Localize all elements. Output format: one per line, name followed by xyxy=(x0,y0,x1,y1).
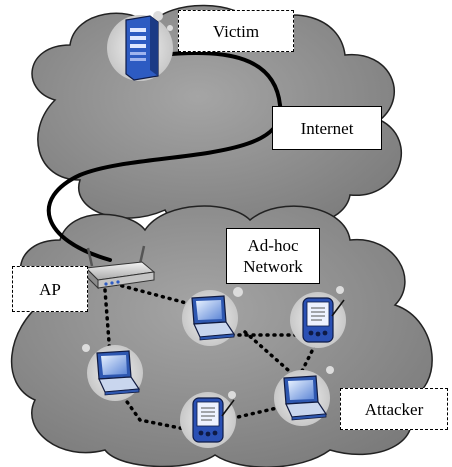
attacker-label-text: Attacker xyxy=(364,399,424,419)
adhoc-label-line2: Network xyxy=(243,257,303,276)
server-icon xyxy=(125,15,159,81)
adhoc-network-label: Ad-hoc Network xyxy=(226,228,320,284)
internet-label-text: Internet xyxy=(300,118,354,138)
ap-label: AP xyxy=(12,266,88,312)
ap-label-text: AP xyxy=(39,279,61,299)
internet-label: Internet xyxy=(272,106,382,150)
wired-link xyxy=(46,51,283,262)
victim-label-text: Victim xyxy=(212,21,260,41)
attacker-label: Attacker xyxy=(340,388,448,430)
victim-label: Victim xyxy=(178,10,294,52)
adhoc-label-line1: Ad-hoc xyxy=(247,236,299,255)
wireless-router-icon xyxy=(84,245,156,290)
